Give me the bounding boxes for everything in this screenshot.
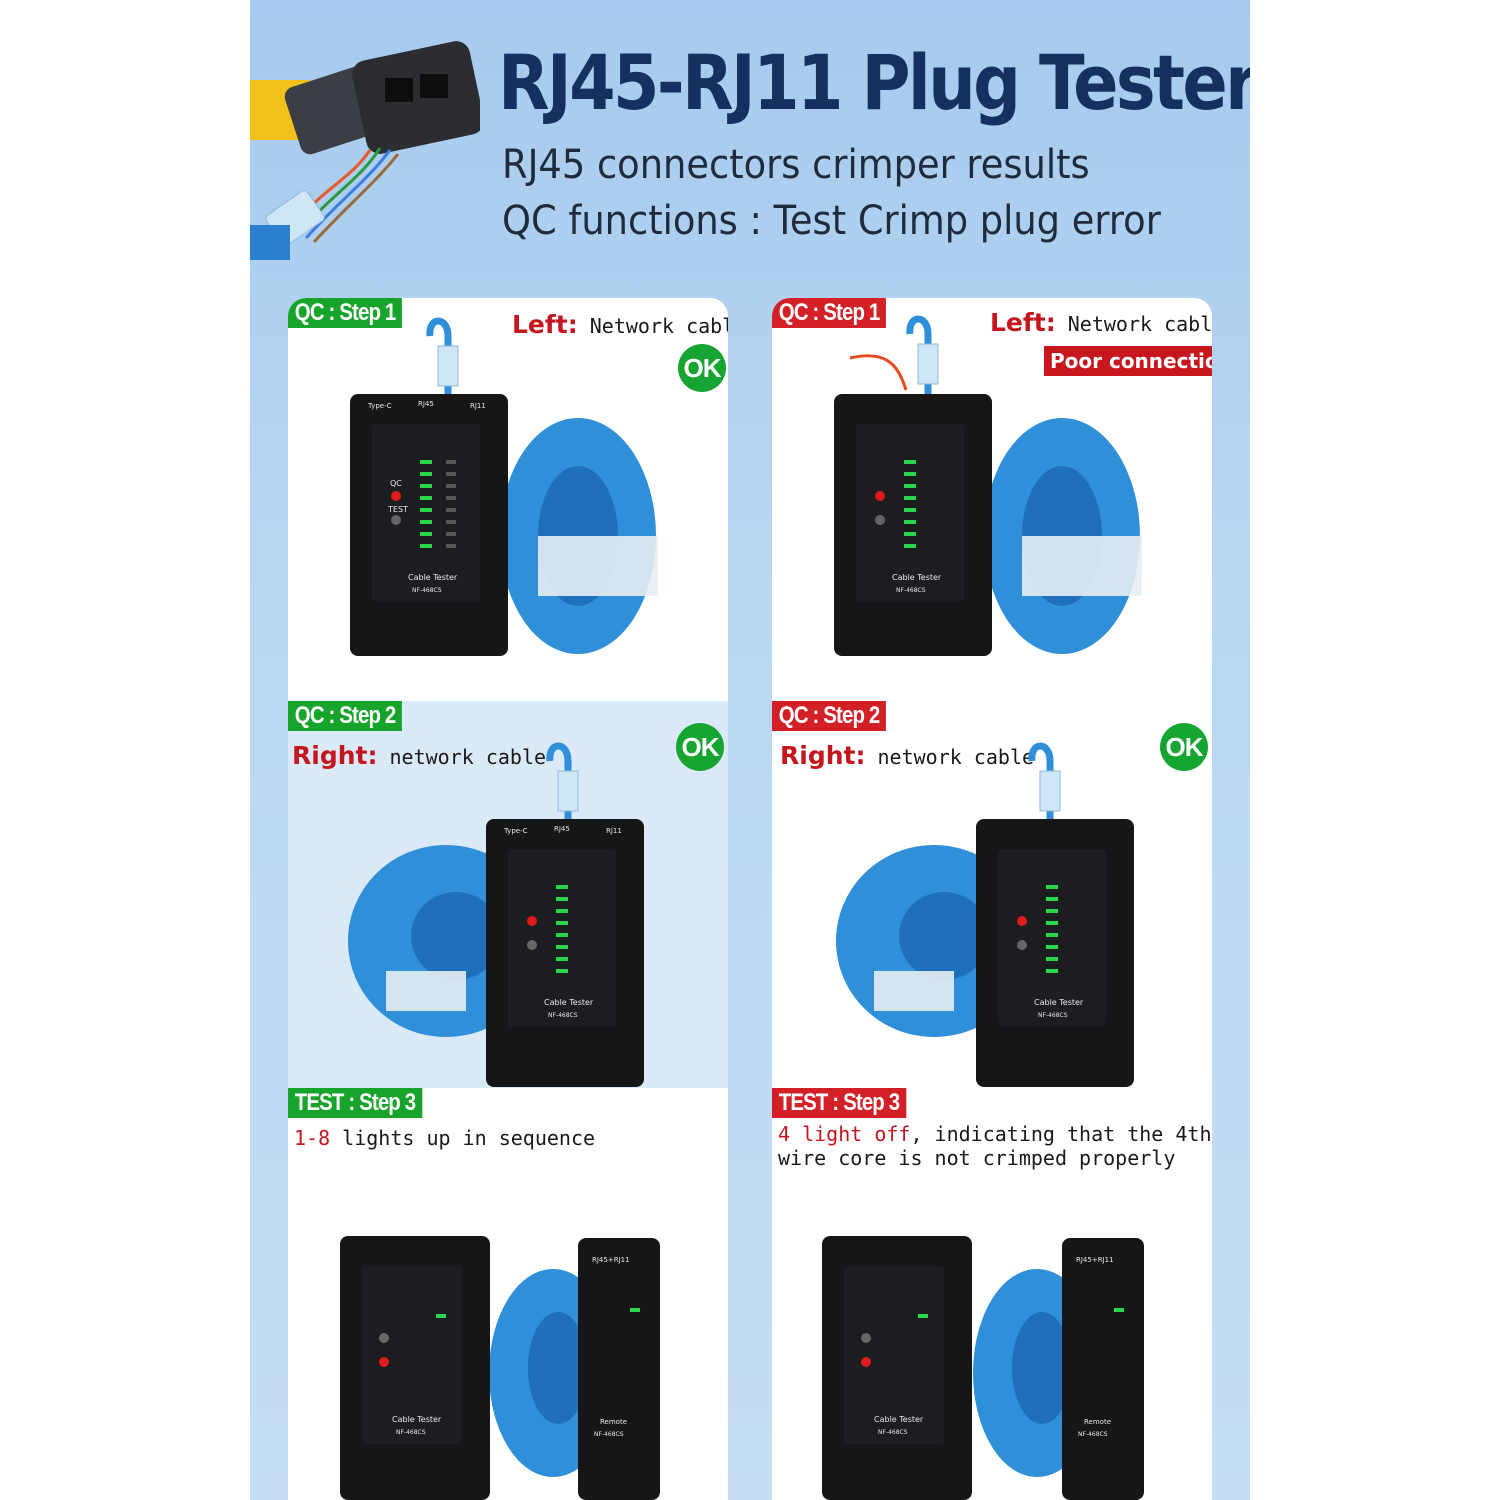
step-tag: QC : Step 1	[288, 298, 403, 328]
svg-text:Remote: Remote	[600, 1418, 627, 1426]
step-tag: QC : Step 1	[772, 298, 887, 328]
svg-text:Type-C: Type-C	[503, 827, 528, 835]
subtitle-line-1: RJ45 connectors crimper results	[502, 142, 1090, 188]
rj11-label: RJ11	[470, 402, 486, 410]
svg-text:RJ45+RJ11: RJ45+RJ11	[592, 1256, 630, 1264]
svg-text:NF-468CS: NF-468CS	[1078, 1431, 1108, 1438]
svg-text:RJ11: RJ11	[606, 827, 622, 835]
poor-connection-badge: Poor connection	[1044, 346, 1212, 376]
left-step3: TEST : Step 3 1-8 lights up in sequence …	[288, 1088, 728, 1500]
rj45-cable	[1028, 742, 1061, 821]
rj45-cable	[426, 317, 459, 396]
right-step1: QC : Step 1 Left: Network cable Poor con…	[772, 298, 1212, 701]
step-caption: Right: network cable	[292, 741, 547, 770]
step-tag: QC : Step 2	[772, 701, 887, 731]
svg-text:NF-468CS: NF-468CS	[1038, 1012, 1068, 1019]
master-tester: Type-C RJ45 RJ11 QC TEST Cable Tester NF…	[350, 394, 508, 656]
left-step2: QC : Step 2 Right: network cable OK Type…	[288, 701, 728, 1088]
svg-text:NF-468CS: NF-468CS	[878, 1429, 908, 1436]
ok-badge: OK	[678, 344, 726, 392]
master-tester: Cable Tester NF-468CS	[340, 1236, 490, 1500]
step-tag: TEST : Step 3	[772, 1088, 907, 1118]
svg-text:Cable Tester: Cable Tester	[392, 1415, 442, 1424]
svg-text:Cable Tester: Cable Tester	[1034, 998, 1084, 1007]
svg-text:TEST: TEST	[387, 505, 408, 514]
svg-text:RJ45: RJ45	[554, 825, 570, 833]
svg-text:Cable Tester: Cable Tester	[874, 1415, 924, 1424]
svg-text:NF-468CS: NF-468CS	[594, 1431, 624, 1438]
subtitle-line-2: QC functions : Test Crimp plug error	[502, 198, 1161, 244]
step-caption: Left: Network cable	[990, 308, 1212, 337]
crimper-tool-illustration	[250, 41, 480, 260]
remote-tester: RJ45+RJ11 Remote NF-468CS	[1062, 1238, 1144, 1500]
svg-text:NF-468CS: NF-468CS	[396, 1429, 426, 1436]
ok-badge: OK	[676, 723, 724, 771]
page-title: RJ45-RJ11 Plug Tester	[498, 38, 1250, 127]
step-caption-line-2: wire core is not crimped properly	[778, 1146, 1176, 1170]
rj45-cable	[546, 742, 579, 821]
rj45-label: RJ45	[418, 400, 434, 408]
svg-text:Cable Tester: Cable Tester	[544, 998, 594, 1007]
product-infographic: RJ45-RJ11 Plug Tester RJ45 connectors cr…	[250, 0, 1250, 1500]
right-panel: QC : Step 1 Left: Network cable Poor con…	[772, 298, 1212, 1500]
master-tester: Cable Tester NF-468CS	[822, 1236, 972, 1500]
cable-coil	[500, 418, 658, 654]
svg-text:Cable Tester: Cable Tester	[408, 573, 458, 582]
left-panel: QC : Step 1 Left: Network cable OK Type-…	[288, 298, 728, 1500]
step-tag: QC : Step 2	[288, 701, 403, 731]
master-tester: Cable Tester NF-468CS	[834, 394, 992, 656]
cable-coil	[984, 418, 1142, 654]
step-caption-line-1: 4 light off, indicating that the 4th	[778, 1122, 1212, 1146]
svg-text:QC: QC	[390, 479, 402, 488]
step-tag: TEST : Step 3	[288, 1088, 423, 1118]
rj45-cable-loose-wire	[849, 315, 939, 394]
right-step2: QC : Step 2 Right: network cable OK Cabl…	[772, 701, 1212, 1088]
left-step1: QC : Step 1 Left: Network cable OK Type-…	[288, 298, 728, 701]
svg-text:Cable Tester: Cable Tester	[892, 573, 942, 582]
right-step3: TEST : Step 3 4 light off, indicating th…	[772, 1088, 1212, 1500]
svg-text:NF-468CS: NF-468CS	[412, 587, 442, 594]
svg-text:NF-468CS: NF-468CS	[548, 1012, 578, 1019]
svg-text:RJ45+RJ11: RJ45+RJ11	[1076, 1256, 1114, 1264]
ok-badge: OK	[1160, 723, 1208, 771]
type-c-label: Type-C	[367, 402, 392, 410]
step-caption: Right: network cable	[780, 741, 1035, 770]
step-caption: 1-8 lights up in sequence	[294, 1126, 596, 1150]
svg-text:Remote: Remote	[1084, 1418, 1111, 1426]
master-tester: Cable Tester NF-468CS	[976, 819, 1134, 1087]
svg-text:NF-468CS: NF-468CS	[896, 587, 926, 594]
remote-tester: RJ45+RJ11 Remote NF-468CS	[578, 1238, 660, 1500]
master-tester: Type-C RJ45 RJ11 Cable Tester NF-468CS	[486, 819, 644, 1087]
step-caption: Left: Network cable	[512, 310, 728, 339]
